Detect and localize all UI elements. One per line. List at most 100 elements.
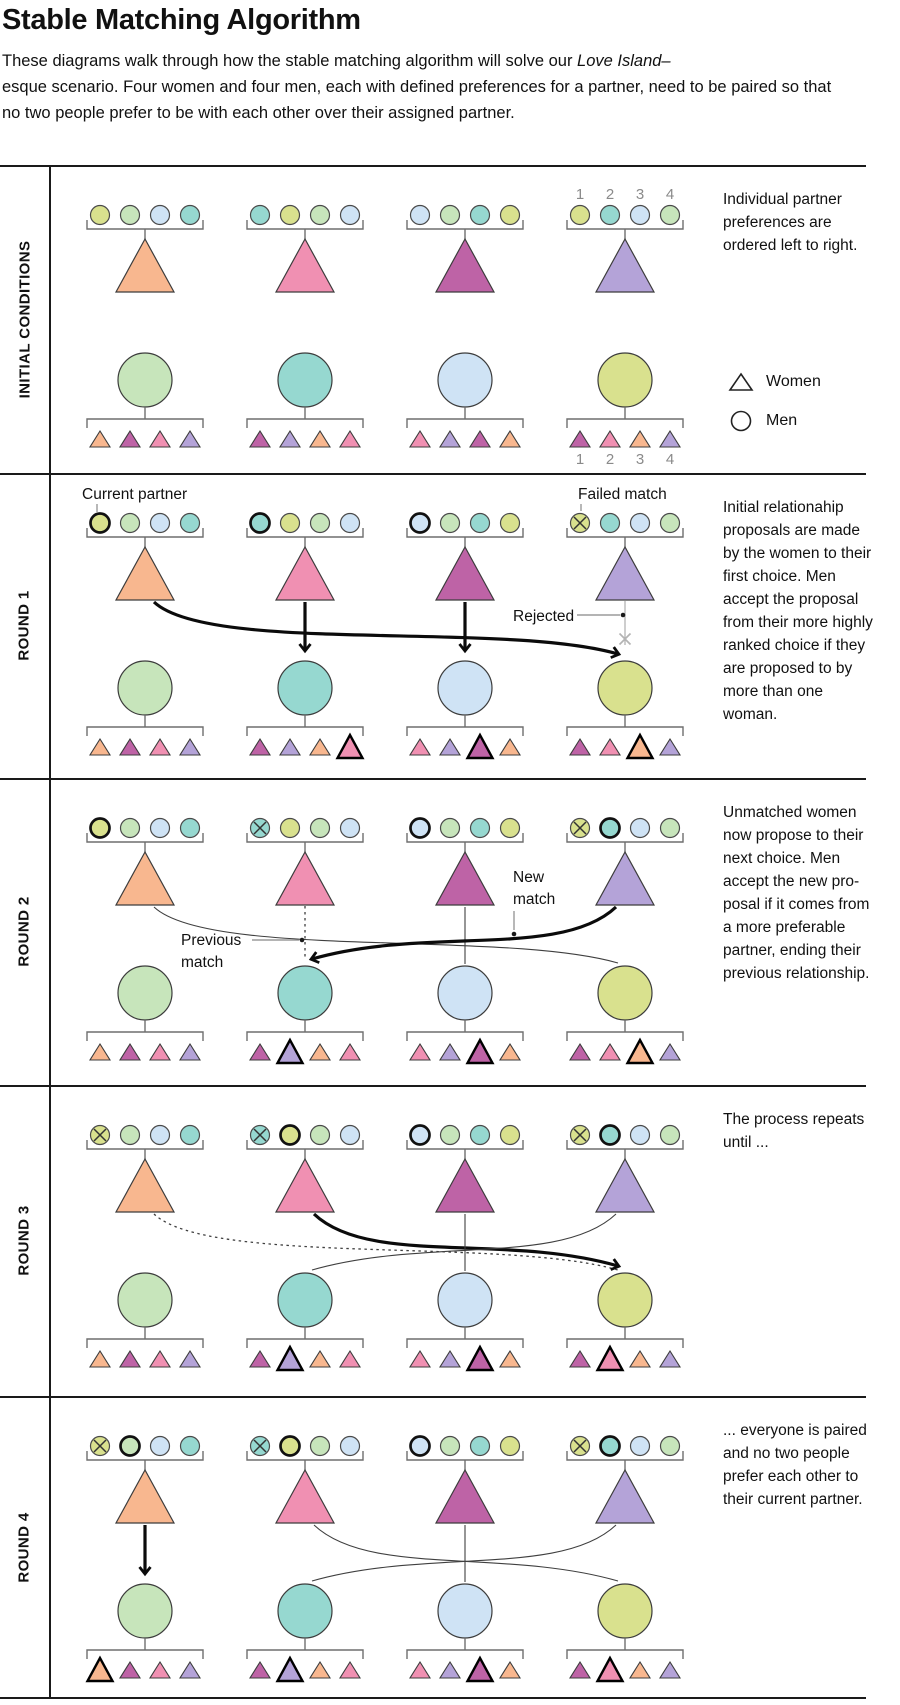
diagram-column-1 xyxy=(86,512,204,756)
preference-bracket xyxy=(86,1649,204,1659)
pref-circle-m2-current xyxy=(599,1435,621,1457)
diagram-column-2 xyxy=(246,817,364,1065)
pref-triangle-w2 xyxy=(409,1660,431,1679)
diagram-column-3 xyxy=(406,817,524,1065)
callout-dot xyxy=(620,612,626,618)
rejected-x-icon xyxy=(618,632,632,646)
pref-circle-m3 xyxy=(339,1124,361,1146)
pref-circle-m1 xyxy=(309,204,331,226)
diagram-callout: Failed match xyxy=(578,486,667,503)
pref-triangle-w4-matched xyxy=(275,1037,305,1065)
pref-circle-m2 xyxy=(599,204,621,226)
preference-bracket xyxy=(246,1338,364,1348)
pref-circle-m1 xyxy=(659,512,681,534)
pref-triangle-w2 xyxy=(599,429,621,448)
man-m2-circle xyxy=(277,660,333,716)
link-thin-w2-m4 xyxy=(313,1524,619,1582)
pref-circle-m4 xyxy=(279,512,301,534)
diagram-column-4 xyxy=(566,512,684,760)
divider xyxy=(0,165,866,167)
pref-triangle-w1 xyxy=(499,1660,521,1679)
man-m3-circle xyxy=(437,1272,493,1328)
pref-triangle-w3-matched xyxy=(465,732,495,760)
pref-triangle-w2 xyxy=(409,1042,431,1061)
pref-triangle-w4 xyxy=(439,737,461,756)
pref-triangle-w1 xyxy=(629,1660,651,1679)
legend-row-men: Men xyxy=(728,410,821,432)
pref-triangle-w2 xyxy=(149,737,171,756)
pref-circle-m1 xyxy=(439,512,461,534)
callout-dot xyxy=(299,937,305,943)
man-m2-circle xyxy=(277,352,333,408)
page-title: Stable Matching Algorithm xyxy=(2,4,361,36)
failed-cross-icon xyxy=(253,821,267,835)
pref-triangle-w2 xyxy=(339,1349,361,1368)
pref-circle-m4 xyxy=(279,817,301,839)
row-annotation: Individual partner preferences are order… xyxy=(723,191,858,254)
pref-triangle-w2 xyxy=(339,1660,361,1679)
preference-bracket xyxy=(86,726,204,736)
pref-triangle-w3-matched xyxy=(465,1344,495,1372)
intro-italic: Love Island– xyxy=(577,52,671,70)
divider xyxy=(0,1085,866,1087)
pref-circle-m1 xyxy=(659,1124,681,1146)
pref-circle-m1 xyxy=(439,1124,461,1146)
pref-triangle-w3 xyxy=(249,1042,271,1061)
pref-circle-m2 xyxy=(469,512,491,534)
man-m1-circle xyxy=(117,965,173,1021)
pref-triangle-w4 xyxy=(439,1349,461,1368)
failed-cross-icon xyxy=(573,1128,587,1142)
diagram-column-3 xyxy=(406,512,524,760)
pref-circle-m3 xyxy=(339,512,361,534)
pref-triangle-w1 xyxy=(309,1660,331,1679)
pref-circle-m4 xyxy=(569,204,591,226)
diagram-column-2 xyxy=(246,204,364,448)
pref-triangle-w4 xyxy=(439,1660,461,1679)
pref-triangle-w3 xyxy=(119,1660,141,1679)
woman-w2-triangle xyxy=(274,850,336,906)
pref-circle-m1 xyxy=(439,1435,461,1457)
row-round-1: ROUND 1 Initial relationahip proposals a… xyxy=(0,473,900,778)
woman-w4-triangle xyxy=(594,1157,656,1213)
failed-cross-icon xyxy=(573,821,587,835)
pref-triangle-w1-matched xyxy=(625,732,655,760)
preference-bracket xyxy=(566,1649,684,1659)
pref-circle-m1 xyxy=(659,817,681,839)
preference-bracket xyxy=(246,1031,364,1041)
pref-triangle-w1 xyxy=(309,1042,331,1061)
label-column-divider xyxy=(49,165,51,1699)
man-m2-circle xyxy=(277,1272,333,1328)
pref-circle-m2 xyxy=(179,1124,201,1146)
failed-cross-icon xyxy=(573,516,587,530)
pref-circle-m3 xyxy=(409,204,431,226)
preference-bracket xyxy=(86,1031,204,1041)
rank-number-bottom: 2 xyxy=(606,451,614,468)
pref-circle-m3 xyxy=(629,1124,651,1146)
pref-circle-m4 xyxy=(499,512,521,534)
preference-bracket xyxy=(406,418,524,428)
pref-triangle-w2-matched xyxy=(595,1655,625,1683)
failed-cross-icon xyxy=(573,1439,587,1453)
row-annotation: ... everyone is paired and no two people… xyxy=(723,1422,867,1508)
pref-triangle-w4 xyxy=(179,1349,201,1368)
pref-triangle-w3 xyxy=(119,429,141,448)
failed-cross-icon xyxy=(253,1439,267,1453)
pref-circle-m4-current xyxy=(89,512,111,534)
pref-circle-m3 xyxy=(149,512,171,534)
link-thick-w2-m4 xyxy=(312,1212,622,1271)
diagram-round-2 xyxy=(86,817,684,1065)
diagram-callout: Previous match xyxy=(181,932,242,971)
rank-number-top: 3 xyxy=(636,186,644,203)
pref-triangle-w1-matched xyxy=(85,1655,115,1683)
diagram-round-1 xyxy=(86,504,684,760)
pref-triangle-w2 xyxy=(409,429,431,448)
pref-circle-m2-current xyxy=(249,512,271,534)
woman-w3-triangle xyxy=(434,237,496,293)
pref-circle-m3 xyxy=(149,817,171,839)
pref-circle-m3 xyxy=(149,1124,171,1146)
man-m4-circle xyxy=(597,1583,653,1639)
preference-bracket xyxy=(86,418,204,428)
diagram-column-1 xyxy=(86,1124,204,1368)
diagram-column-3 xyxy=(406,204,524,448)
